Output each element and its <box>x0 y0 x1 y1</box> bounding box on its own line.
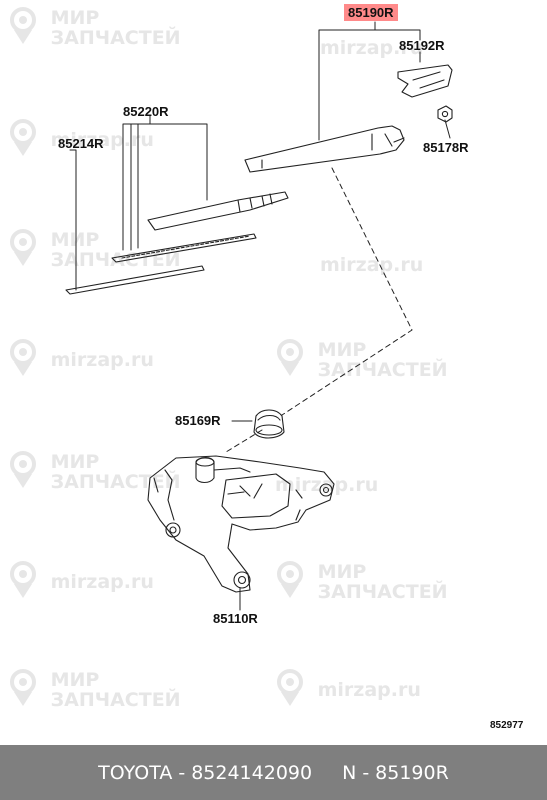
map-pin-icon <box>8 338 38 382</box>
map-pin-icon <box>8 450 38 494</box>
part-label-85169r[interactable]: 85169R <box>175 413 221 428</box>
leader-lines <box>69 21 451 611</box>
nut <box>437 105 453 123</box>
footer-brand: TOYOTA <box>98 761 173 784</box>
part-label-85178r[interactable]: 85178R <box>423 140 469 155</box>
wiper-arm <box>244 125 405 173</box>
footer-note-prefix: N <box>342 761 357 784</box>
blade-rubber <box>111 233 257 263</box>
blade-refill <box>65 265 205 295</box>
wiper-motor <box>147 455 335 593</box>
map-pin-icon <box>8 560 38 604</box>
part-label-85192r[interactable]: 85192R <box>399 38 445 53</box>
watermark: mirzap.ru <box>275 668 421 712</box>
watermark: mirzap.ru <box>8 118 154 162</box>
watermark: mirzap.ru <box>320 37 424 59</box>
diagram-drawing <box>65 21 453 611</box>
map-pin-icon <box>275 338 305 382</box>
watermark: mirzap.ru <box>275 474 379 496</box>
footer-separator: - <box>362 761 370 784</box>
watermark: mirzap.ru <box>8 338 154 382</box>
footer-separator: - <box>178 761 186 784</box>
figure-number: 852977 <box>490 720 524 731</box>
part-label-85220r[interactable]: 85220R <box>123 104 169 119</box>
part-label-85214r[interactable]: 85214R <box>58 136 104 151</box>
map-pin-icon <box>275 668 305 712</box>
footer-bar: TOYOTA - 8524142090 N - 85190R <box>0 745 547 800</box>
footer-part-code: 85190R <box>375 761 449 784</box>
map-pin-icon <box>8 668 38 712</box>
arm-cover <box>397 64 453 98</box>
wiper-blade <box>147 191 289 231</box>
map-pin-icon <box>8 228 38 272</box>
part-label-85190r[interactable]: 85190R <box>344 4 398 21</box>
watermark: mirzap.ru <box>320 254 424 276</box>
map-pin-icon <box>8 6 38 50</box>
assembly-dashed-line <box>225 167 413 453</box>
part-label-85110r[interactable]: 85110R <box>213 611 258 626</box>
cap-grommet <box>253 409 285 439</box>
watermark: mirzap.ru <box>8 560 154 604</box>
map-pin-icon <box>8 118 38 162</box>
map-pin-icon <box>275 560 305 604</box>
footer-part-number: 8524142090 <box>191 761 313 784</box>
